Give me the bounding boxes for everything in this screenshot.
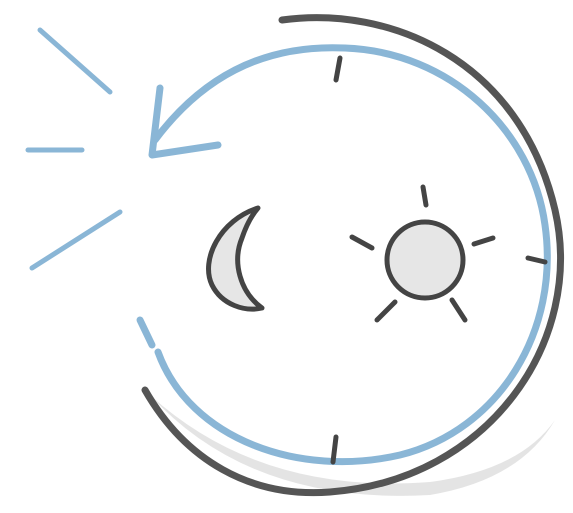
sun-disc <box>387 222 463 298</box>
counterclockwise-arrow-icon <box>152 88 218 155</box>
circle-shadow <box>150 395 555 496</box>
cycle-arrow-tail <box>140 320 152 345</box>
sun-icon <box>352 187 493 320</box>
sun-ray <box>352 237 372 248</box>
motion-line-bottom <box>32 212 120 268</box>
tick-bottom <box>333 437 336 462</box>
sun-ray <box>377 302 395 320</box>
sun-ray <box>423 187 426 205</box>
tick-top <box>336 58 340 80</box>
tick-right <box>528 258 545 262</box>
sun-ray <box>452 300 465 320</box>
moon-icon <box>209 208 262 309</box>
motion-line-top <box>40 30 110 92</box>
sun-ray <box>474 238 493 244</box>
